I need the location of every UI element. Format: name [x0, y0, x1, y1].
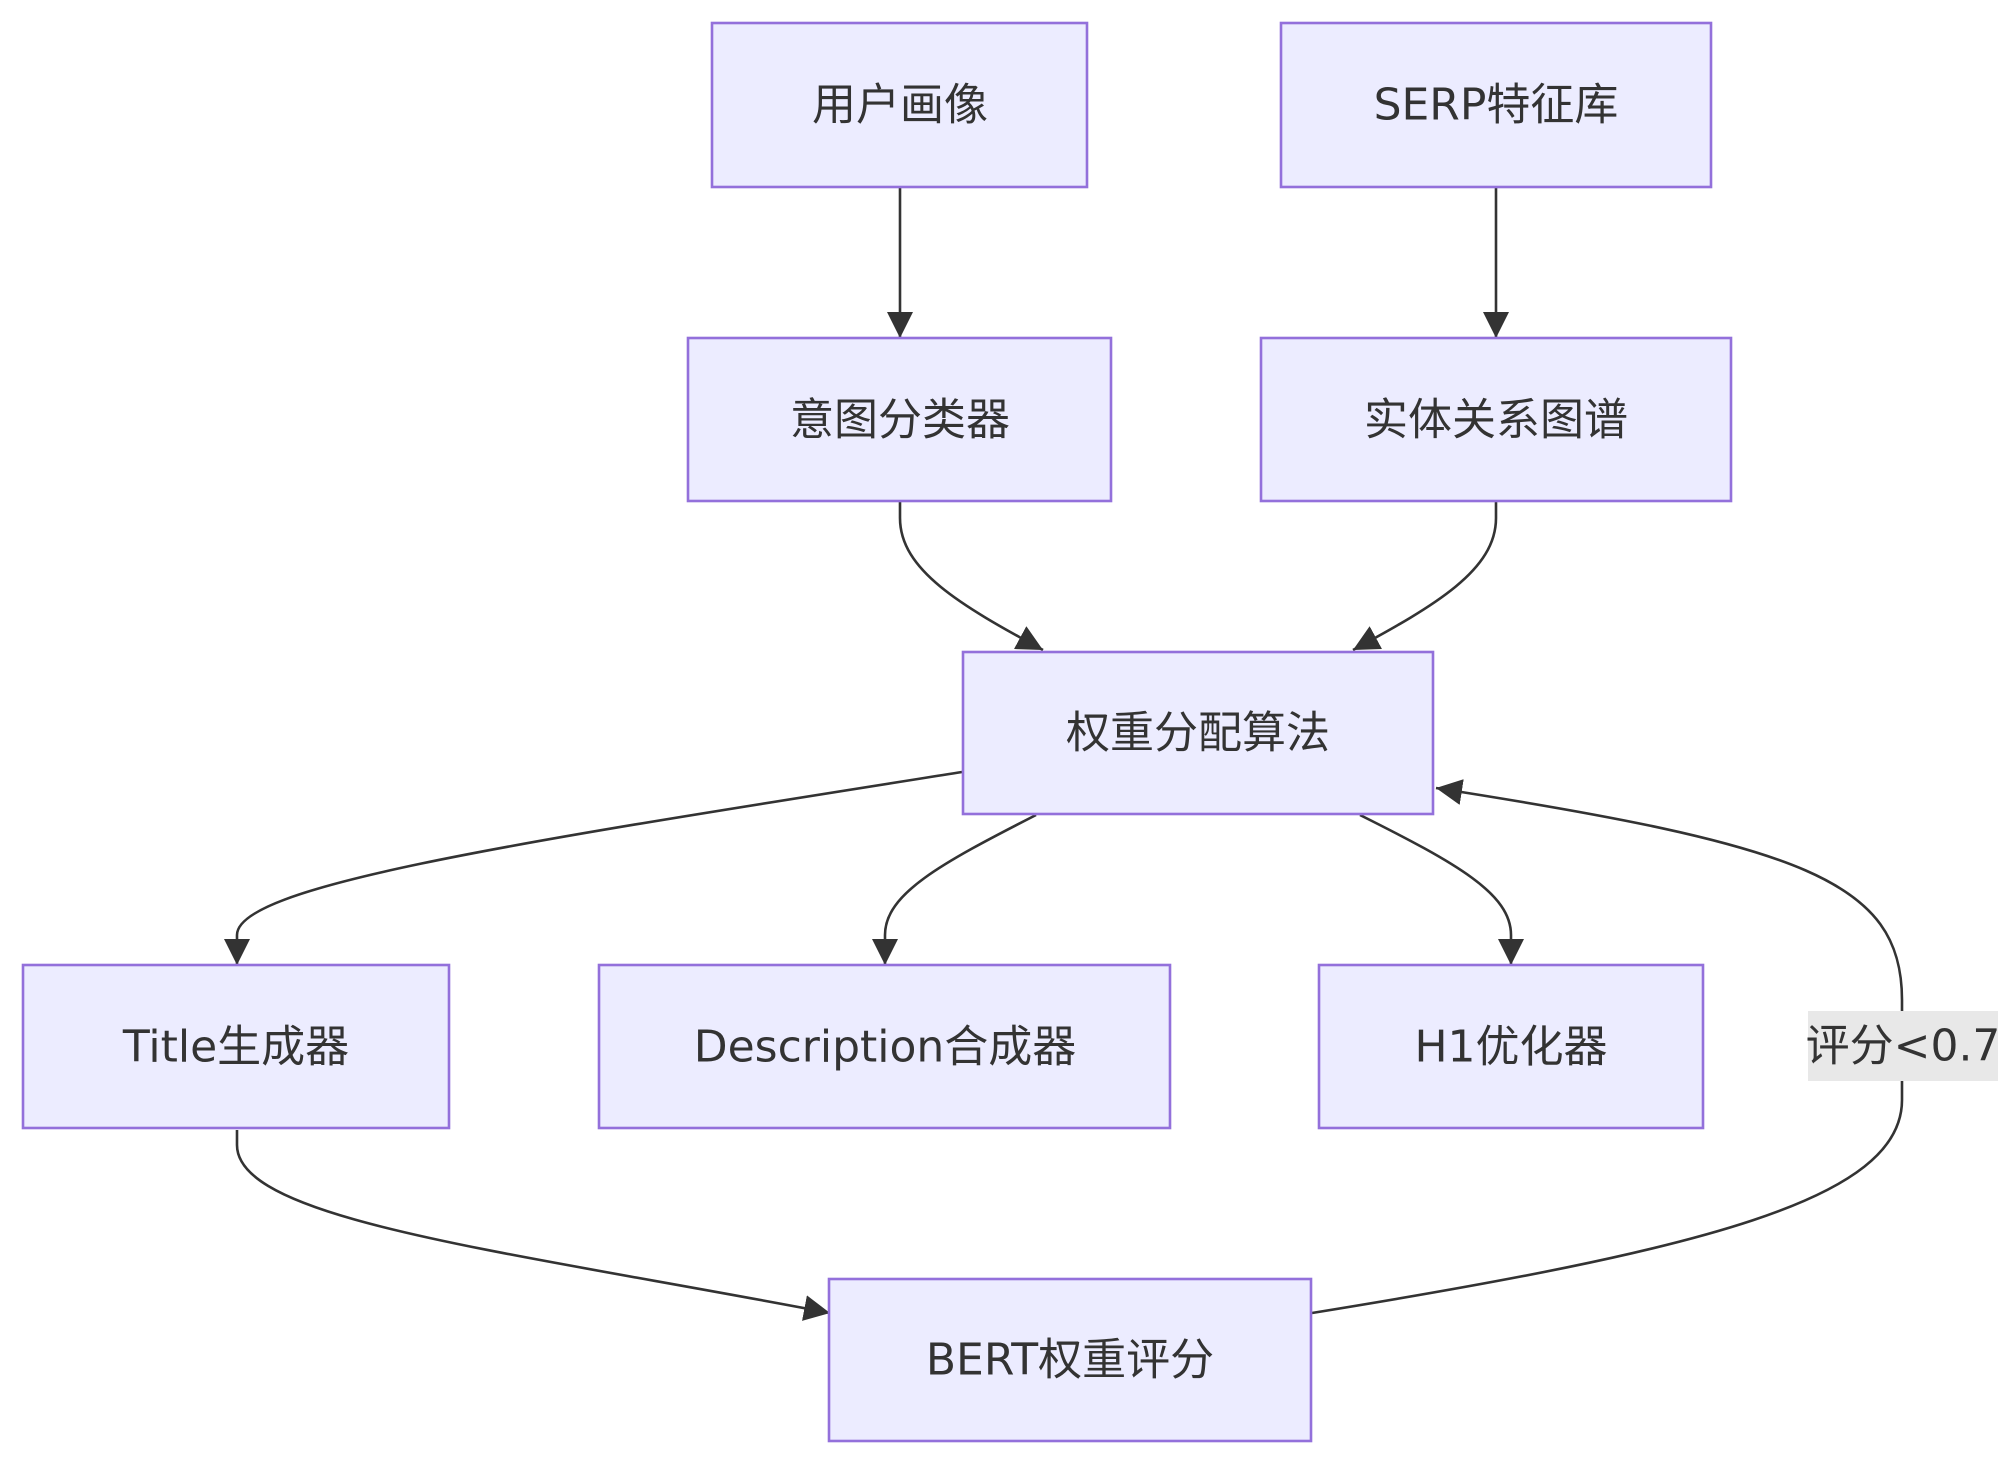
node-title-generator: Title生成器 — [21, 963, 451, 1130]
node-user-profile: 用户画像 — [710, 21, 1089, 189]
edge-entity-graph-to-weight-allocation — [1352, 502, 1498, 652]
node-serp-features: SERP特征库 — [1279, 21, 1713, 189]
node-weight-allocation: 权重分配算法 — [961, 650, 1435, 816]
edge-bert-scoring-feedback-to-weight-allocation — [1311, 779, 1904, 1315]
node-entity-graph-label: 实体关系图谱 — [1364, 395, 1628, 446]
node-title-generator-label: Title生成器 — [122, 1022, 349, 1073]
node-description-synthesizer-label: Description合成器 — [694, 1022, 1077, 1073]
node-bert-scoring: BERT权重评分 — [827, 1277, 1313, 1443]
edge-weight-allocation-to-title-generator — [224, 770, 963, 965]
node-h1-optimizer-label: H1优化器 — [1414, 1022, 1607, 1073]
node-weight-allocation-label: 权重分配算法 — [1066, 708, 1330, 759]
node-entity-graph: 实体关系图谱 — [1259, 336, 1733, 503]
node-serp-features-label: SERP特征库 — [1374, 80, 1619, 131]
edge-label-feedback: 评分<0.7 — [1806, 1011, 2001, 1081]
edge-label-feedback-text: 评分<0.7 — [1806, 1021, 2001, 1072]
node-description-synthesizer: Description合成器 — [597, 963, 1172, 1130]
edge-intent-classifier-to-weight-allocation — [898, 502, 1044, 652]
node-bert-scoring-label: BERT权重评分 — [926, 1335, 1214, 1386]
node-intent-classifier-label: 意图分类器 — [790, 395, 1010, 446]
node-h1-optimizer: H1优化器 — [1317, 963, 1705, 1130]
edge-weight-allocation-to-h1-optimizer — [1359, 813, 1524, 965]
node-intent-classifier: 意图分类器 — [686, 336, 1113, 503]
node-user-profile-label: 用户画像 — [812, 80, 988, 131]
edge-title-generator-to-bert-scoring — [235, 1130, 831, 1321]
edge-weight-allocation-to-description — [872, 813, 1037, 965]
